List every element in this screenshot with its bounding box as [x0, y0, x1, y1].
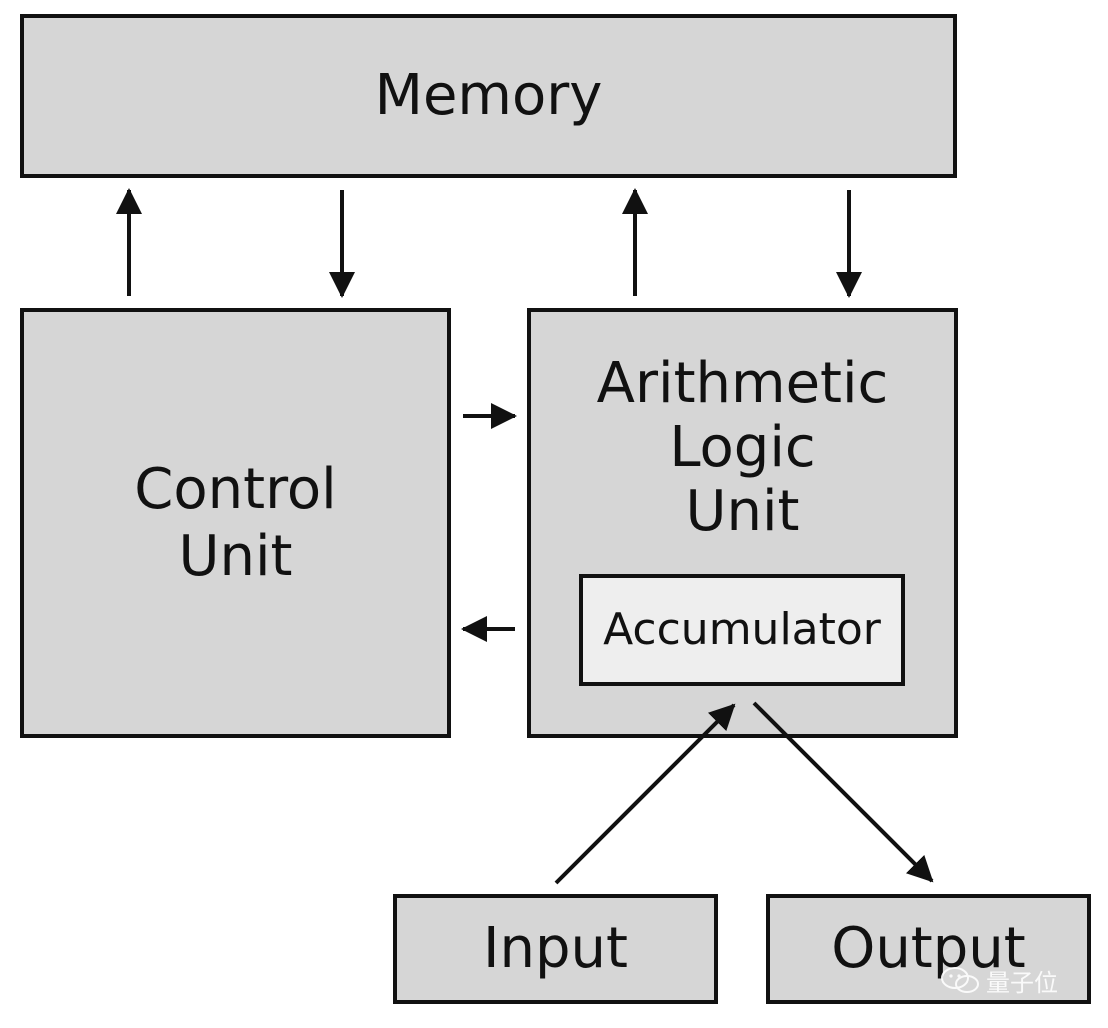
- memory-block: Memory: [20, 14, 957, 178]
- accumulator-label: Accumulator: [603, 603, 881, 655]
- control-unit-block: Control Unit: [20, 308, 451, 738]
- watermark: 量子位: [940, 956, 1080, 1004]
- control-unit-label-line-2: Unit: [178, 524, 293, 589]
- control-unit-label: Control Unit: [134, 456, 336, 590]
- output-block: Output: [766, 894, 1091, 1004]
- alu-label-line-1: Arithmetic: [596, 351, 889, 416]
- alu-label-line-3: Unit: [685, 479, 800, 544]
- output-label: Output: [831, 916, 1026, 982]
- control-unit-label-line-1: Control: [134, 456, 337, 522]
- wechat-icon: [941, 967, 979, 993]
- input-label: Input: [482, 916, 628, 982]
- memory-label: Memory: [374, 63, 603, 129]
- watermark-text: 量子位: [986, 968, 1058, 997]
- input-block: Input: [393, 894, 718, 1004]
- alu-label-line-2: Logic: [669, 415, 816, 480]
- accumulator-block: Accumulator: [579, 574, 905, 686]
- alu-label: Arithmetic Logic Unit: [531, 352, 954, 544]
